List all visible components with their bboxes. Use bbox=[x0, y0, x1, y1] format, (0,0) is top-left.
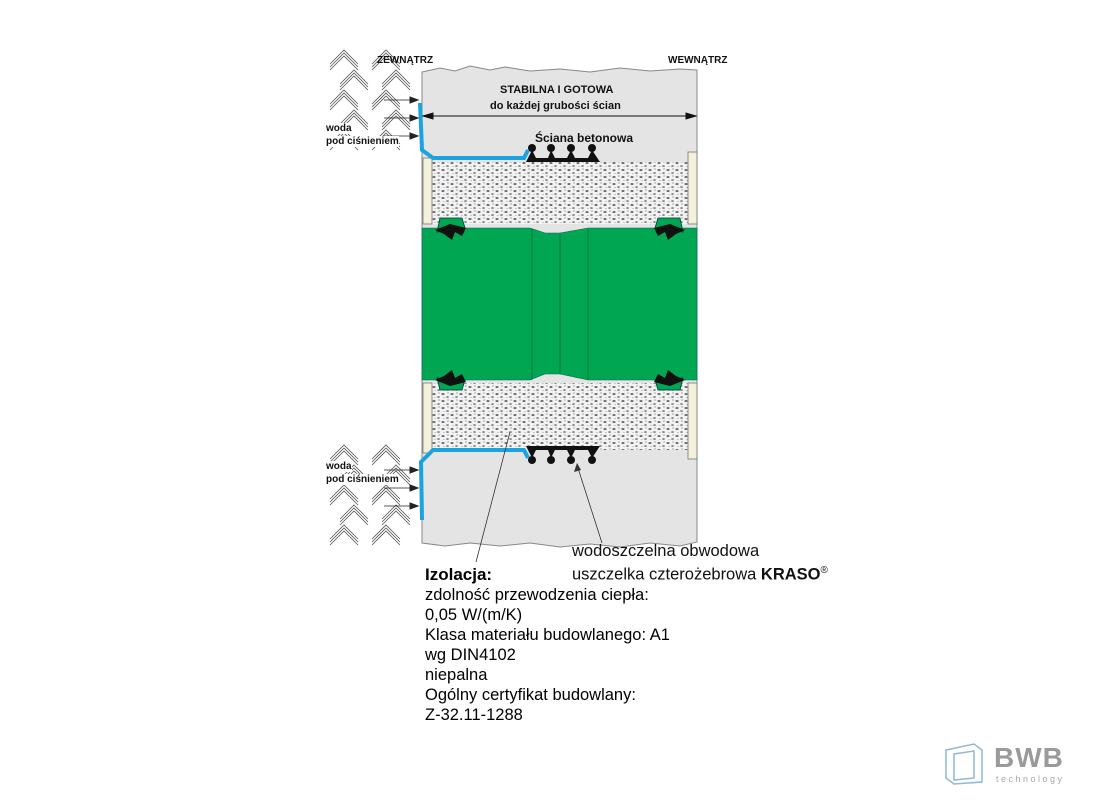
dimension-arrow bbox=[421, 112, 698, 120]
hatch-mark bbox=[339, 75, 369, 91]
hatch-mark bbox=[371, 530, 401, 546]
insulation-line: 0,05 W/(m/K) bbox=[425, 606, 523, 624]
hatch-mark bbox=[339, 109, 369, 125]
insulation-line: Z-32.11-1288 bbox=[425, 706, 523, 724]
hatch-mark bbox=[339, 112, 369, 128]
seal-label-line2: uszczelka czterożebrowa KRASO® bbox=[572, 561, 828, 585]
hatch-mark bbox=[339, 507, 369, 523]
hatch-mark bbox=[329, 95, 359, 111]
arrow-head bbox=[409, 466, 420, 474]
insulation-title: Izolacja: bbox=[425, 565, 493, 584]
arrow-head bbox=[409, 114, 420, 122]
hatch-mark bbox=[329, 527, 359, 543]
hatch-mark bbox=[339, 69, 369, 85]
hatch-mark bbox=[371, 450, 401, 466]
stable-title: STABILNA I GOTOWA bbox=[500, 84, 614, 96]
hatch-mark bbox=[381, 72, 411, 88]
insulation-description: Izolacja: zdolność przewodzenia ciepła: … bbox=[425, 565, 670, 725]
hatch-mark bbox=[381, 112, 411, 128]
hatch-mark bbox=[371, 444, 401, 460]
hatch-mark bbox=[381, 109, 411, 125]
leader-line bbox=[576, 464, 603, 544]
frame-strip bbox=[422, 382, 433, 454]
hatch-mark bbox=[329, 52, 359, 68]
hatch-mark bbox=[371, 55, 401, 71]
seal-brand: KRASO bbox=[760, 565, 821, 584]
hatch-mark bbox=[371, 524, 401, 540]
logo-name: BWB bbox=[994, 742, 1064, 773]
seal-label-text: uszczelka czterożebrowa bbox=[572, 565, 757, 584]
hatch-mark bbox=[371, 95, 401, 111]
hatch-mark bbox=[371, 49, 401, 65]
hatch-mark bbox=[329, 524, 359, 540]
hatch-mark bbox=[381, 510, 411, 526]
hatch-mark bbox=[329, 55, 359, 71]
leader-line bbox=[475, 431, 511, 563]
hatch-mark bbox=[371, 484, 401, 500]
hatch-mark bbox=[329, 450, 359, 466]
insulation-line: wg DIN4102 bbox=[425, 646, 516, 664]
wall-label: Ściana betonowa bbox=[535, 131, 634, 145]
hatch-mark bbox=[371, 527, 401, 543]
frame-strip bbox=[687, 151, 698, 225]
hatch-mark bbox=[371, 447, 401, 463]
water-label: woda bbox=[326, 123, 352, 134]
seal-label-line1: wodoszczelna obwodowa bbox=[572, 542, 760, 560]
water-pressure-arrows bbox=[384, 96, 420, 510]
hatch-mark bbox=[339, 504, 369, 520]
arrow-head bbox=[409, 484, 420, 492]
hatch-mark bbox=[329, 444, 359, 460]
insulation-top bbox=[432, 162, 688, 224]
arrow-head bbox=[409, 502, 420, 510]
hatch-mark bbox=[329, 447, 359, 463]
waterproof-membrane-top bbox=[418, 102, 530, 160]
outside-label: ZEWNĄTRZ bbox=[377, 55, 434, 66]
hatch-mark bbox=[371, 89, 401, 105]
hatch-mark bbox=[329, 487, 359, 503]
insulation-line: Klasa materiału budowlanego: A1 bbox=[425, 626, 670, 644]
green-pipe bbox=[421, 227, 698, 381]
insulation-line: niepalna bbox=[425, 666, 488, 684]
hatch-mark bbox=[329, 92, 359, 108]
hatch-mark bbox=[371, 92, 401, 108]
hatch-mark bbox=[371, 490, 401, 506]
waterproof-membrane-bottom bbox=[418, 448, 530, 521]
hatch-mark bbox=[339, 72, 369, 88]
registered-mark: ® bbox=[820, 565, 828, 576]
hatch-mark bbox=[381, 507, 411, 523]
hatch-mark bbox=[329, 484, 359, 500]
inside-label: WEWNĄTRZ bbox=[668, 55, 728, 66]
pipe-seal bbox=[435, 217, 685, 391]
hatch-mark bbox=[381, 504, 411, 520]
insulation-line: Ogólny certyfikat budowlany: bbox=[425, 686, 636, 704]
hatch-mark bbox=[329, 49, 359, 65]
hatch-mark bbox=[329, 89, 359, 105]
hatch-mark bbox=[329, 530, 359, 546]
hatch-mark bbox=[371, 52, 401, 68]
frame-strip bbox=[422, 157, 433, 225]
arrow-head bbox=[409, 132, 420, 140]
water-label: woda bbox=[326, 461, 352, 472]
logo-cube-icon bbox=[945, 743, 983, 785]
kraso-gasket-top bbox=[526, 144, 600, 162]
water-label: pod ciśnieniem bbox=[326, 474, 399, 485]
stable-subtitle: do każdej grubości ścian bbox=[490, 100, 621, 112]
water-label: pod ciśnieniem bbox=[326, 136, 399, 147]
insulation-bottom bbox=[432, 383, 688, 450]
arrow-head bbox=[409, 96, 420, 104]
kraso-gasket-bottom bbox=[526, 446, 600, 464]
hatch-mark bbox=[381, 75, 411, 91]
hatch-mark bbox=[329, 490, 359, 506]
frame-strip bbox=[687, 382, 698, 460]
logo-tagline: technology bbox=[996, 774, 1065, 784]
hatch-mark bbox=[339, 510, 369, 526]
hatch-mark bbox=[381, 69, 411, 85]
hatch-mark bbox=[381, 115, 411, 131]
insulation-line: zdolność przewodzenia ciepła: bbox=[425, 586, 649, 604]
